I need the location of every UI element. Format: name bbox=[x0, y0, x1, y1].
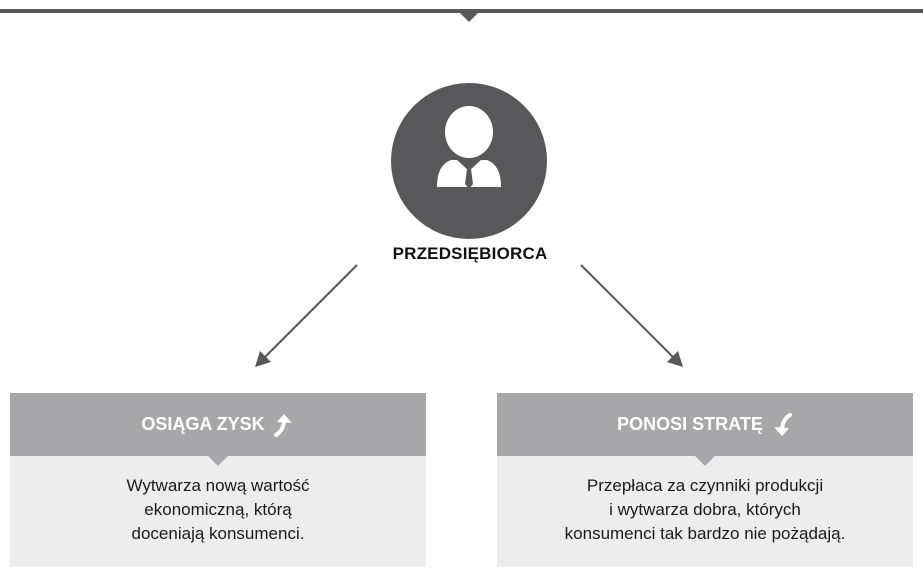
loss-card: PONOSI STRATĘ Przepłaca za czynniki prod… bbox=[497, 393, 913, 567]
arrow-to-profit bbox=[261, 264, 358, 361]
divider-pointer bbox=[459, 12, 479, 22]
arrow-down-icon bbox=[771, 412, 793, 437]
businessman-avatar bbox=[391, 83, 547, 239]
businessman-icon bbox=[437, 106, 501, 189]
arrow-up-icon bbox=[273, 413, 295, 437]
profit-card-body: Wytwarza nową wartość ekonomiczną, którą… bbox=[10, 456, 426, 567]
arrow-to-loss bbox=[580, 264, 677, 361]
loss-card-notch bbox=[695, 456, 715, 466]
profit-card-notch bbox=[208, 456, 228, 466]
profit-line-3: doceniają konsumenci. bbox=[131, 524, 305, 543]
entrepreneur-label: PRZEDSIĘBIORCA bbox=[392, 244, 548, 263]
arrow-to-loss-head bbox=[667, 351, 683, 367]
profit-line-2: ekonomiczną, którą bbox=[144, 500, 292, 519]
loss-line-1: Przepłaca za czynniki produkcji bbox=[586, 476, 824, 495]
loss-line-2: i wytwarza dobra, których bbox=[609, 500, 801, 519]
profit-line-1: Wytwarza nową wartość bbox=[126, 476, 310, 495]
arrow-to-profit-head bbox=[255, 351, 271, 367]
loss-title: PONOSI STRATĘ bbox=[617, 414, 763, 434]
profit-title: OSIĄGA ZYSK bbox=[141, 414, 265, 434]
loss-card-body: Przepłaca za czynniki produkcji i wytwar… bbox=[497, 456, 913, 567]
profit-card-header: OSIĄGA ZYSK bbox=[10, 393, 426, 456]
top-divider bbox=[0, 9, 923, 13]
loss-line-3: konsumenci tak bardzo nie pożądają. bbox=[564, 524, 846, 543]
loss-card-header: PONOSI STRATĘ bbox=[497, 393, 913, 456]
profit-card: OSIĄGA ZYSK Wytwarza nową wartość ekonom… bbox=[10, 393, 426, 567]
